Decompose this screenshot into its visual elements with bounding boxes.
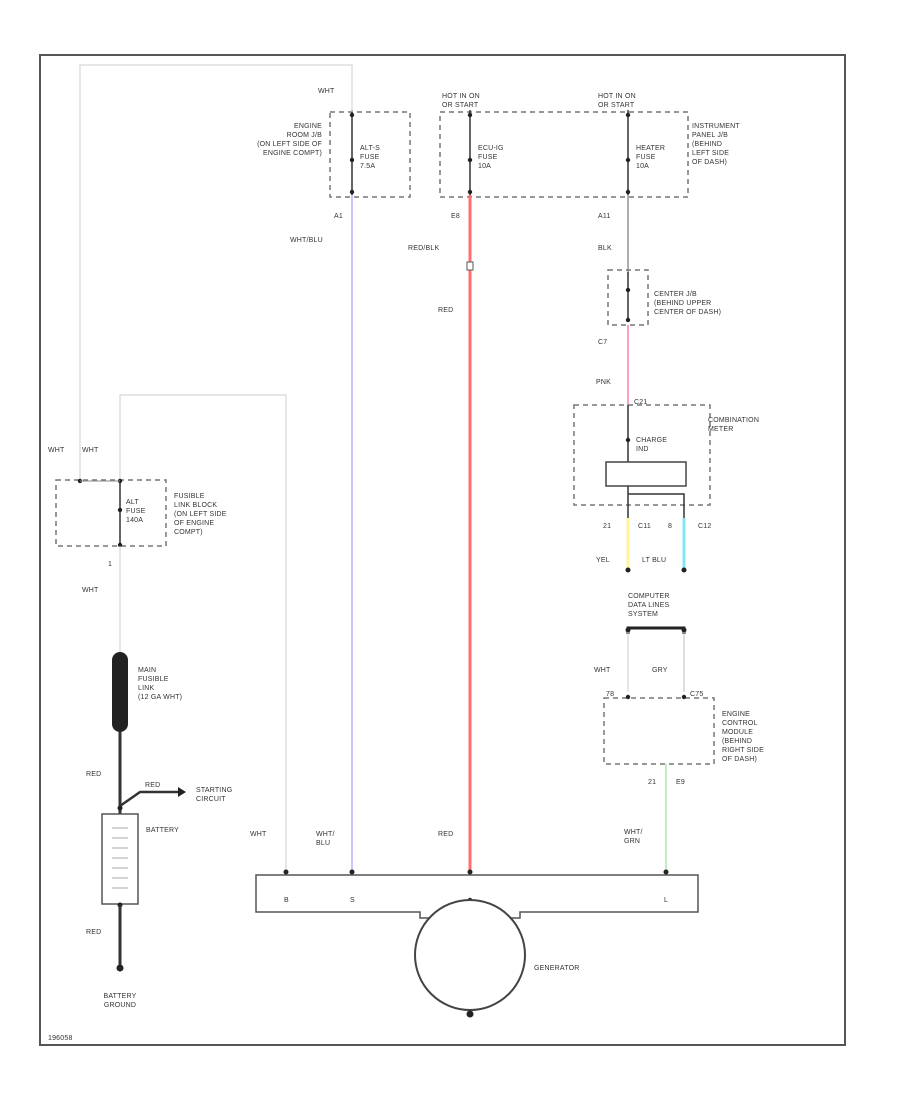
generator-terminal-block	[255, 874, 699, 919]
fuse-alt-140a[interactable]	[80, 478, 123, 548]
fuse-heater[interactable]	[625, 110, 631, 195]
charge-indicator[interactable]	[605, 405, 687, 518]
pin-8-label: 8	[668, 523, 672, 530]
pin-1-label: 1	[108, 561, 112, 568]
diagram-frame	[39, 54, 846, 1046]
pin-c21-label: C21	[634, 399, 647, 406]
pin-78-label: 78	[606, 691, 614, 698]
fuse-alt-s[interactable]	[349, 110, 355, 195]
blk-label: BLK	[598, 245, 612, 252]
wht-left-a-label: WHT	[48, 447, 65, 454]
battery-label: BATTERY	[146, 827, 179, 834]
yel-label: YEL	[596, 557, 610, 564]
pin-c7-label: C7	[598, 339, 607, 346]
generator-label: GENERATOR	[534, 965, 580, 972]
pin-a11-label: A11	[598, 213, 611, 220]
terminal-l-label[interactable]: L	[664, 897, 668, 904]
engine-control-module-box	[603, 697, 715, 765]
pin-c75-label: C75	[690, 691, 703, 698]
pin-e8-label: E8	[451, 213, 460, 220]
main-fusible-link[interactable]	[112, 652, 128, 732]
battery-symbol[interactable]	[101, 813, 139, 908]
wht-top-label: WHT	[318, 88, 335, 95]
pin-21-label: 21	[603, 523, 611, 530]
wire-wht-to-b[interactable]	[119, 394, 287, 872]
gry-label: GRY	[652, 667, 668, 674]
center-jb-link[interactable]	[625, 272, 631, 323]
wht-b-label: WHT	[250, 831, 267, 838]
center-jb-box	[607, 269, 649, 326]
pin-c12-label: C12	[698, 523, 711, 530]
data-lines-bracket	[626, 626, 686, 634]
terminal-b-label[interactable]: B	[284, 897, 289, 904]
pin-c11-label: C11	[638, 523, 651, 530]
red-bottom-label: RED	[438, 831, 453, 838]
pin-21b-label: 21	[648, 779, 656, 786]
wht-left-b-label: WHT	[82, 447, 99, 454]
pnk-label: PNK	[596, 379, 611, 386]
fuse-ecu-ig[interactable]	[467, 110, 473, 195]
red-left-label: RED	[86, 771, 101, 778]
wht-grn-bottom-label: WHT/GRN	[624, 829, 643, 845]
generator-symbol[interactable]	[414, 899, 526, 1011]
figure-id: 196058	[48, 1035, 73, 1042]
wht-blu-top-label: WHT/BLU	[290, 237, 323, 244]
wht-under-label: WHT	[82, 587, 99, 594]
wht-blu-bottom-label: WHT/BLU	[316, 831, 335, 847]
lt-blu-label: LT BLU	[642, 557, 666, 564]
red-blk-label: RED/BLK	[408, 245, 439, 252]
wire-wht-loop[interactable]	[79, 64, 353, 480]
connector-red-blk	[466, 261, 474, 271]
red-arrow-label: RED	[145, 782, 160, 789]
generator-ground-point	[466, 1010, 474, 1018]
red-mid-label: RED	[438, 307, 453, 314]
red-lower-label: RED	[86, 929, 101, 936]
fusible-link-block-box	[55, 479, 167, 547]
pin-a1-label: A1	[334, 213, 343, 220]
starting-circuit-arrow	[119, 790, 180, 808]
wht-mid-label: WHT	[594, 667, 611, 674]
combination-meter-box	[573, 404, 711, 506]
terminal-s-label[interactable]: S	[350, 897, 355, 904]
pin-e9-label: E9	[676, 779, 685, 786]
ecu-fuse-box	[439, 111, 689, 198]
engine-room-jb-box	[329, 111, 411, 198]
battery-ground-point	[116, 964, 124, 972]
